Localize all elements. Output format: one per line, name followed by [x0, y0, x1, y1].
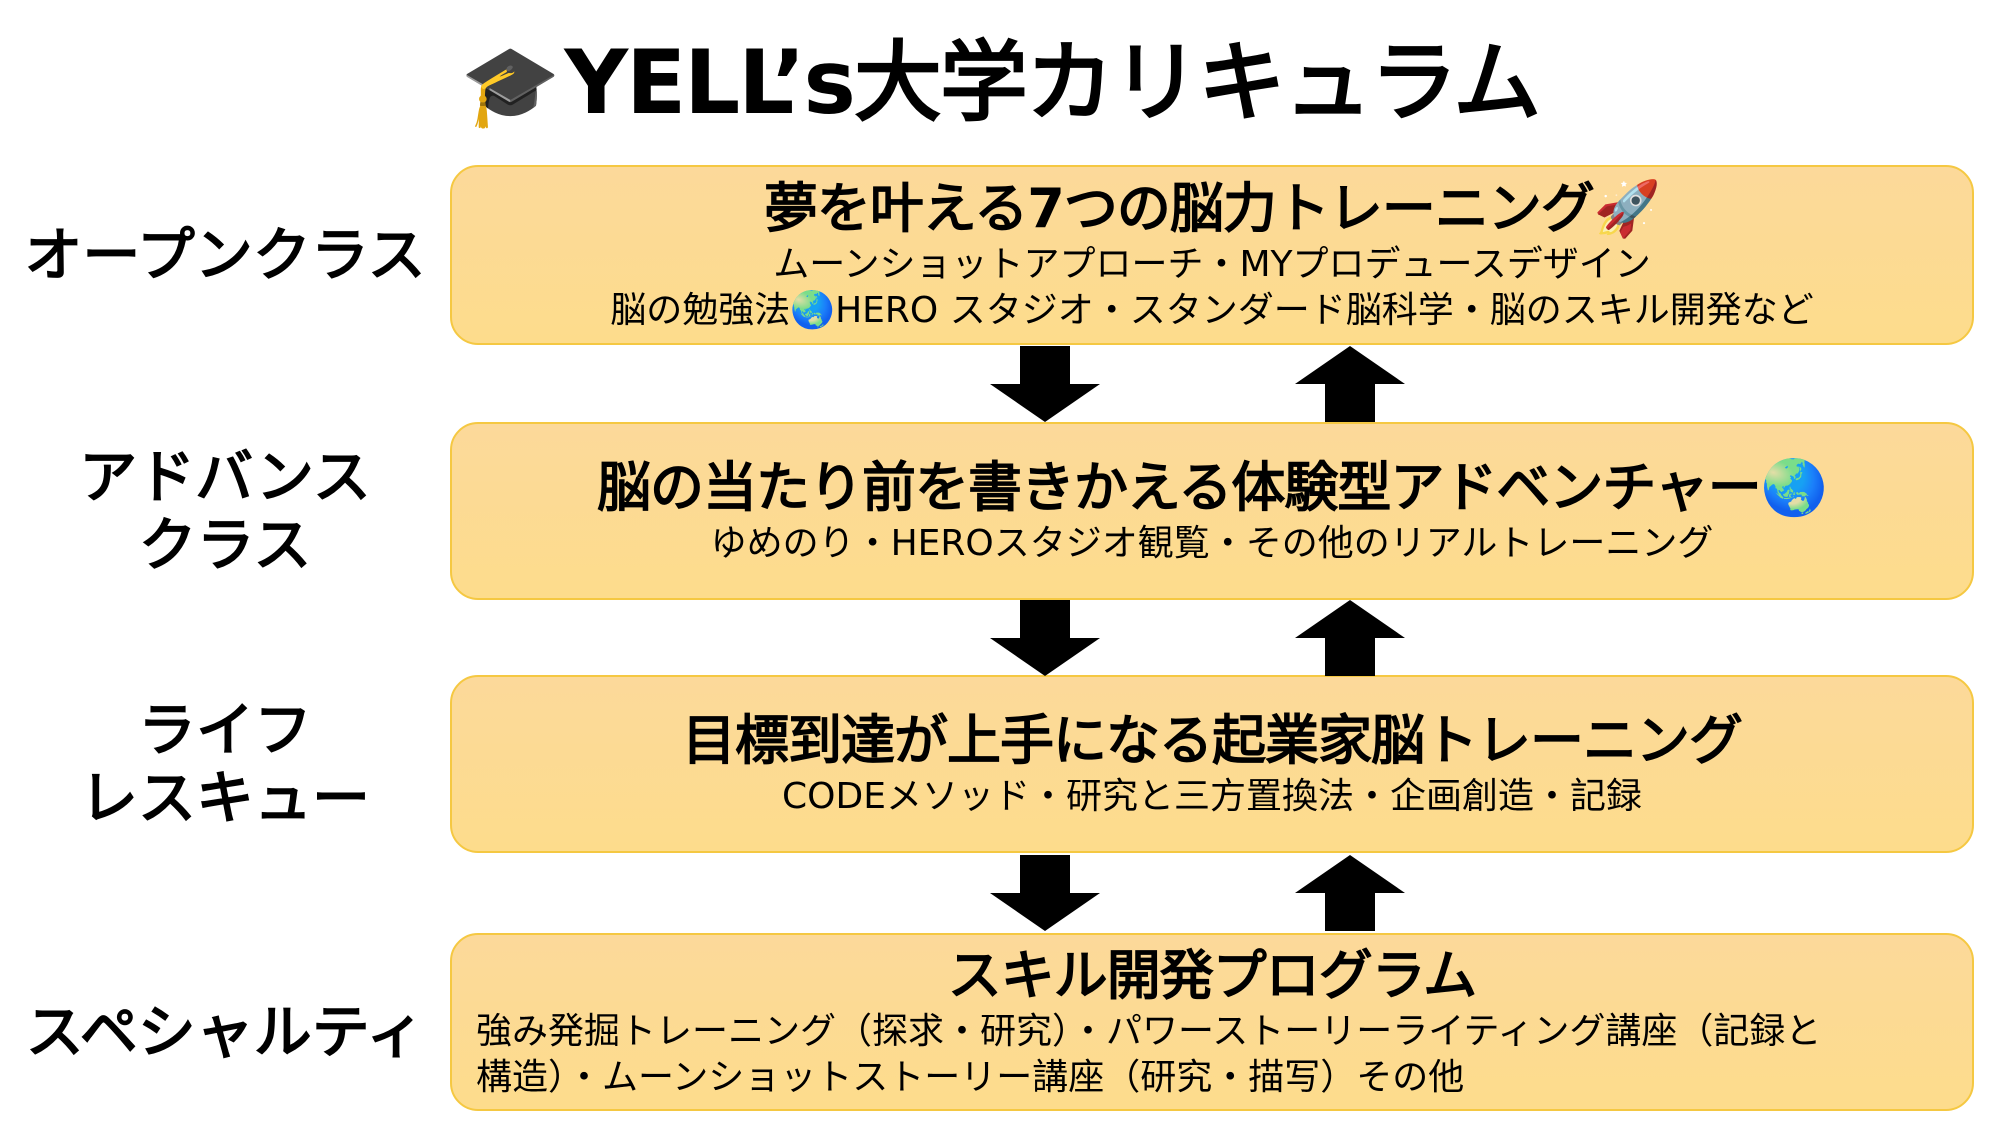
- level-heading: 目標到達が上手になる起業家脳トレーニング: [682, 709, 1743, 772]
- level-box-advance-class: 脳の当たり前を書きかえる体験型アドベンチャー🌏 ゆめのり・HEROスタジオ観覧・…: [450, 422, 1974, 600]
- page-title: 🎓YELL’s大学カリキュラム: [0, 28, 2000, 141]
- arrow-down-icon: [990, 346, 1100, 422]
- level-heading: スキル開発プログラム: [947, 944, 1477, 1007]
- globe-icon: 🌏: [1760, 456, 1828, 519]
- title-text: YELL’s大学カリキュラム: [564, 31, 1541, 134]
- label-line: スペシャルティ: [25, 998, 425, 1066]
- level-detail: 脳の勉強法🌏HERO スタジオ・スタンダード脳科学・脳のスキル開発など: [610, 290, 1814, 331]
- arrow-up-icon: [1295, 346, 1405, 422]
- label-line: クラス: [138, 511, 312, 579]
- arrow-down-icon: [990, 600, 1100, 676]
- level-detail: ムーンショットアプローチ・MYプロデュースデザイン: [773, 244, 1651, 285]
- heading-text: 脳の当たり前を書きかえる体験型アドベンチャー: [596, 456, 1762, 519]
- level-detail: CODEメソッド・研究と三方置換法・企画創造・記録: [782, 776, 1642, 817]
- label-line: ライフ: [137, 696, 312, 764]
- level-label-advance-class: アドバンス クラス: [10, 422, 440, 600]
- arrow-up-icon: [1295, 855, 1405, 931]
- label-line: レスキュー: [79, 764, 370, 832]
- level-heading: 脳の当たり前を書きかえる体験型アドベンチャー🌏: [452, 455, 1972, 521]
- level-box-open-class: 夢を叶える7つの脳力トレーニング🚀 ムーンショットアプローチ・MYプロデュースデ…: [450, 165, 1974, 345]
- level-detail: ゆめのり・HEROスタジオ観覧・その他のリアルトレーニング: [710, 523, 1714, 564]
- level-box-specialty: スキル開発プログラム 強み発掘トレーニング（探求・研究）・パワーストーリーライテ…: [450, 933, 1974, 1111]
- arrow-up-icon: [1295, 600, 1405, 676]
- label-line: オープンクラス: [24, 221, 426, 289]
- level-label-open-class: オープンクラス: [10, 165, 440, 345]
- level-heading: 夢を叶える7つの脳力トレーニング🚀: [452, 176, 1972, 242]
- label-line: アドバンス: [79, 443, 371, 511]
- level-label-specialty: スペシャルティ: [10, 933, 440, 1111]
- rocket-icon: 🚀: [1593, 177, 1661, 240]
- arrow-down-icon: [990, 855, 1100, 931]
- level-box-life-rescue: 目標到達が上手になる起業家脳トレーニング CODEメソッド・研究と三方置換法・企…: [450, 675, 1974, 853]
- heading-text: 夢を叶える7つの脳力トレーニング: [763, 177, 1595, 240]
- level-detail: 構造）・ムーンショットストーリー講座（研究・描写）その他: [476, 1057, 1465, 1098]
- graduation-cap-icon: 🎓: [460, 39, 561, 132]
- level-detail: 強み発掘トレーニング（探求・研究）・パワーストーリーライティング講座（記録と: [476, 1011, 1822, 1052]
- level-label-life-rescue: ライフ レスキュー: [10, 675, 440, 853]
